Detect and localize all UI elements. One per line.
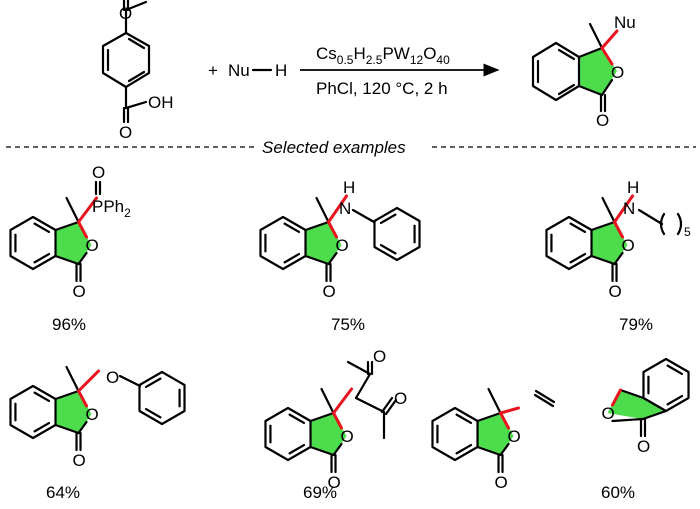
new-bond [77, 220, 89, 239]
nitrogen-label: N [623, 199, 635, 218]
ring-oxygen-label: O [336, 236, 349, 255]
carbonyl-oxygen-label: O [495, 473, 508, 492]
new-bond [327, 220, 339, 239]
acetyl-oxygen-label: O [119, 4, 132, 23]
example-bisphthalide: O O O O 60% [431, 357, 690, 502]
carbonyl-oxygen-label: O [323, 282, 336, 301]
yield-label: 60% [601, 483, 635, 502]
nucleophile-hydrogen-label: H [275, 61, 287, 80]
ring-oxygen-label: O [508, 427, 521, 446]
catalyst-label: Cs0.5H2.5PW12O40 [316, 44, 450, 67]
new-bond [600, 46, 614, 66]
carbonyl-oxygen-label: O [328, 473, 341, 492]
new-bond [327, 194, 349, 224]
carbonyl-oxygen-label: O [596, 111, 609, 130]
carbonyl-oxygen-label: O [73, 282, 86, 301]
ketone-oxygen-label: O [373, 347, 386, 366]
new-bond [600, 29, 619, 50]
ring-oxygen-label: O [601, 404, 614, 423]
yield-label: 96% [52, 315, 86, 334]
amine-hydrogen-label: H [627, 178, 639, 197]
yield-label: 69% [303, 483, 337, 502]
conditions-label: PhCl, 120 °C, 2 h [316, 79, 448, 98]
amine-hydrogen-label: H [343, 178, 355, 197]
carbonyl-oxygen-label: O [609, 282, 622, 301]
new-bond [332, 411, 344, 430]
yield-label: 79% [619, 315, 653, 334]
new-bond [77, 389, 89, 408]
nitrogen-label: N [339, 199, 351, 218]
product-phthalide: O O Nu [531, 13, 636, 130]
yield-label: 75% [331, 315, 365, 334]
new-bond [613, 194, 635, 224]
examples-grid: OOOPPh296%OOHN75%OOHN579%OOO64%OOOO69%OO… [9, 163, 691, 502]
chain-count-label: 5 [684, 225, 691, 239]
ring-oxygen-label: O [622, 236, 635, 255]
carbonyl-oxygen-label: O [73, 451, 86, 470]
ring-oxygen-label: O [86, 405, 99, 424]
ketone-oxygen-label: O [394, 389, 407, 408]
ring-oxygen-label: O [611, 63, 624, 82]
example-alkylamine: O O HN 5 79% [545, 178, 691, 334]
new-bond [613, 220, 625, 239]
example-phosphine-oxide: O O O PPh2 96% [9, 163, 131, 334]
carbonyl-oxygen-label: O [637, 437, 650, 456]
new-bond [499, 406, 521, 415]
new-bond [610, 388, 622, 407]
plus-sign: + [208, 61, 218, 80]
ring-oxygen-label: O [86, 236, 99, 255]
hydroxyl-label: OH [148, 93, 174, 112]
new-bond [332, 387, 354, 415]
yield-label: 64% [46, 483, 80, 502]
example-aniline: O O HN 75% [259, 178, 421, 334]
new-bond [77, 196, 99, 224]
ring-oxygen-label: O [341, 427, 354, 446]
section-label: Selected examples [262, 138, 406, 157]
lactone-ring-fill [579, 48, 617, 95]
phosphorus-label: PPh2 [92, 197, 131, 220]
lactone-ring-fill [607, 390, 666, 419]
nucleophile-label: Nu [228, 61, 250, 80]
new-bond [499, 411, 511, 430]
starting-material-acetylbenzoic-acid: O OH O [101, 0, 174, 142]
product-substituent-label: Nu [614, 13, 636, 32]
ether-oxygen-label: O [106, 368, 119, 387]
new-bond [77, 369, 101, 393]
phosphoryl-oxygen-label: O [92, 163, 105, 182]
carbonyl-oxygen-label: O [119, 123, 132, 142]
